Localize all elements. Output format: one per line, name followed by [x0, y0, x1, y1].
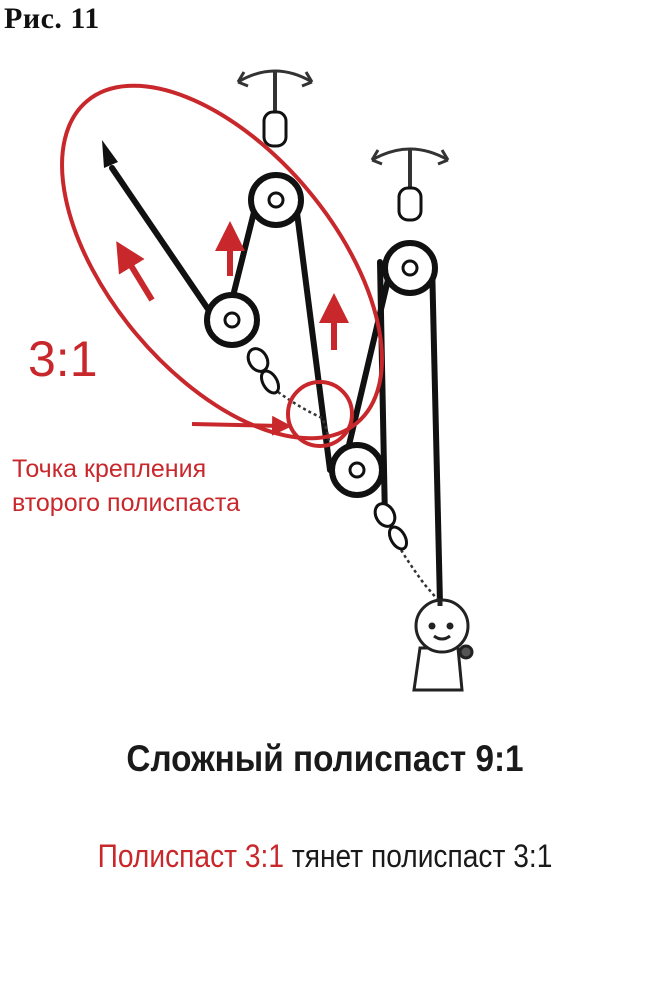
carabiner: [262, 110, 423, 222]
attachment-point-circle: [286, 380, 354, 448]
anchor-icon-left: [236, 69, 314, 118]
caption-subtitle-rest: тянет полиспаст 3:1: [284, 838, 553, 874]
person-figure: [412, 598, 474, 692]
link-loop: [246, 347, 409, 551]
caption-subtitle-highlight: Полиспаст 3:1: [97, 838, 285, 874]
caption-subtitle: Полиспаст 3:1 тянет полиспаст 3:1: [39, 838, 611, 875]
attachment-pointer-arrow: [191, 415, 292, 436]
pulley-diagram: [60, 69, 474, 692]
figure-label: Рис. 11: [4, 2, 100, 35]
pulley-axle: [223, 191, 419, 479]
system-highlight-ellipse: [60, 83, 384, 441]
arrow-up-icon: [116, 221, 349, 350]
attachment-label-line1: Точка крепления: [12, 455, 207, 483]
attachment-point-label: Точка крепления второго полиспаста: [12, 452, 342, 520]
pulley-icon: [204, 172, 438, 498]
rope-end-arrow: [102, 140, 118, 168]
ratio-label: 3:1: [28, 331, 98, 387]
caption-title: Сложный полиспаст 9:1: [126, 738, 524, 779]
attachment-label-line2: второго полиспаста: [12, 489, 240, 517]
